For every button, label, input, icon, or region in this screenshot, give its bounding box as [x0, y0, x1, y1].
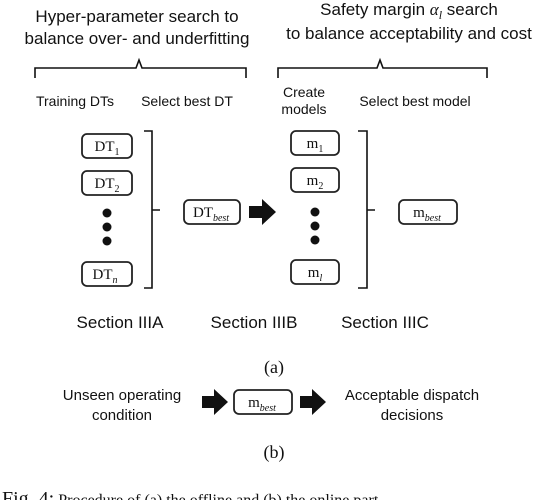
left-heading-line2: balance over- and underfitting: [25, 29, 250, 48]
model-bracket: [358, 130, 375, 289]
right-heading-line2: to balance acceptability and cost: [286, 24, 532, 43]
label-select-best-model: Select best model: [359, 93, 470, 109]
box-dtn: DTn: [81, 261, 133, 287]
dt2-sub: 2: [115, 184, 120, 195]
m2-sub: 2: [318, 181, 323, 192]
section-iiic: Section IIIC: [341, 313, 429, 332]
dtn-sub: n: [113, 275, 118, 286]
svg-text:DT1: DT1: [95, 139, 120, 158]
right-heading-prefix: Safety margin: [320, 0, 430, 19]
box-dt2: DT2: [81, 170, 133, 196]
label-create-models-line1: Create: [283, 84, 325, 100]
m2-base: m: [307, 173, 319, 189]
alpha-symbol: α: [430, 0, 440, 19]
svg-text:DTn: DTn: [93, 267, 118, 286]
arrow-right-icon: [202, 389, 228, 415]
svg-text:DT2: DT2: [95, 176, 120, 195]
right-heading-suffix: search: [442, 0, 498, 19]
m-best-base: m: [413, 205, 425, 221]
right-heading-line1: Safety margin αl search: [320, 0, 498, 22]
online-output-line2: decisions: [381, 407, 444, 424]
left-top-brace: [34, 57, 247, 78]
box-dt-best: DTbest: [183, 199, 241, 225]
box-m1: m1: [290, 130, 340, 156]
dt-ellipsis-dots: [102, 208, 112, 246]
box-ml: ml: [290, 259, 340, 285]
svg-text:mbest: mbest: [413, 205, 441, 224]
caption-b: (b): [264, 442, 285, 463]
online-input-line2: condition: [92, 407, 152, 424]
m1-base: m: [307, 136, 319, 152]
figure-caption-prefix: Fig. 4:: [2, 488, 54, 500]
label-create-models-line2: models: [281, 101, 326, 117]
figure-caption-text: Procedure of (a) the offline and (b) the…: [54, 492, 379, 500]
online-m-best-base: m: [248, 395, 260, 411]
dt2-base: DT: [95, 176, 115, 192]
dt1-base: DT: [95, 139, 115, 155]
left-heading-line1: Hyper-parameter search to: [35, 7, 238, 26]
ml-base: m: [308, 265, 320, 281]
arrow-right-icon: [300, 389, 326, 415]
label-training-dts: Training DTs: [36, 93, 114, 109]
ml-sub: l: [319, 273, 322, 284]
dt-bracket: [144, 130, 160, 289]
section-iiib: Section IIIB: [211, 313, 298, 332]
dt-best-sub: best: [213, 213, 229, 224]
svg-text:m2: m2: [307, 173, 324, 192]
figure-caption: Fig. 4: Procedure of (a) the offline and…: [2, 488, 379, 500]
box-dt1: DT1: [81, 133, 133, 159]
caption-a: (a): [264, 357, 284, 378]
svg-text:ml: ml: [308, 265, 323, 284]
alpha-subscript: l: [439, 8, 443, 22]
svg-text:m1: m1: [307, 136, 324, 155]
arrow-right-icon: [249, 199, 276, 225]
box-online-m-best: mbest: [233, 389, 293, 415]
svg-text:mbest: mbest: [248, 395, 276, 414]
online-input-line1: Unseen operating: [63, 387, 181, 404]
dt-best-base: DT: [193, 205, 213, 221]
m1-sub: 1: [318, 144, 323, 155]
dtn-base: DT: [93, 267, 113, 283]
online-output-line1: Acceptable dispatch: [345, 387, 479, 404]
dt1-sub: 1: [115, 147, 120, 158]
box-m2: m2: [290, 167, 340, 193]
m-best-sub: best: [425, 213, 441, 224]
box-m-best: mbest: [398, 199, 458, 225]
section-iiia: Section IIIA: [77, 313, 165, 332]
model-ellipsis-dots: [310, 207, 320, 245]
online-m-best-sub: best: [260, 403, 276, 414]
label-select-best-dt: Select best DT: [141, 93, 233, 109]
right-top-brace: [277, 57, 488, 78]
svg-text:DTbest: DTbest: [193, 205, 229, 224]
